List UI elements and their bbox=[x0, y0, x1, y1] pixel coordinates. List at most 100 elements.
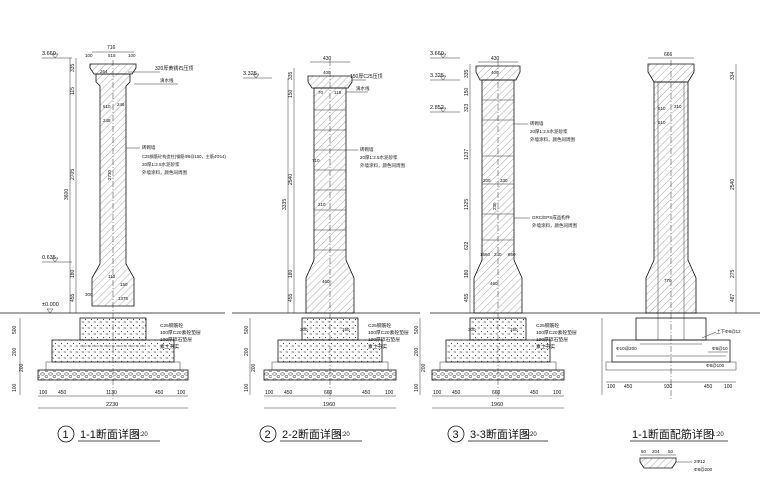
svg-text:1: 1 bbox=[63, 429, 69, 441]
svg-text:450: 450 bbox=[284, 390, 293, 396]
svg-text:20厚1:2.5水泥砂浆: 20厚1:2.5水泥砂浆 bbox=[360, 154, 398, 161]
svg-text:230: 230 bbox=[492, 202, 497, 210]
svg-text:3: 3 bbox=[453, 429, 459, 441]
svg-text:50: 50 bbox=[641, 449, 647, 454]
svg-text:200: 200 bbox=[483, 178, 491, 183]
svg-text:150: 150 bbox=[464, 87, 470, 96]
foundation-notes: C25钢筋砼 100厚C20素砼垫层 100厚碎石垫层 素土夯实 bbox=[160, 322, 201, 350]
svg-text:204: 204 bbox=[652, 449, 660, 454]
svg-text:455: 455 bbox=[70, 293, 76, 302]
svg-text:460: 460 bbox=[490, 281, 498, 286]
svg-text:20厚1:2.5水泥砂浆: 20厚1:2.5水泥砂浆 bbox=[530, 128, 568, 135]
svg-text:1:20: 1:20 bbox=[525, 432, 537, 438]
svg-text:150厚C25压顶: 150厚C25压顶 bbox=[350, 74, 383, 80]
svg-text:115: 115 bbox=[70, 87, 76, 95]
svg-text:500: 500 bbox=[12, 325, 18, 334]
svg-text:2540: 2540 bbox=[288, 174, 294, 185]
svg-text:455: 455 bbox=[288, 293, 294, 302]
svg-text:砖砌墙: 砖砌墙 bbox=[142, 144, 156, 151]
svg-text:110: 110 bbox=[108, 274, 116, 279]
section-4-title: 1-1断面配筋详图 1:20 bbox=[630, 427, 728, 442]
svg-text:240: 240 bbox=[494, 252, 502, 257]
svg-text:1325: 1325 bbox=[464, 199, 470, 210]
svg-text:2705: 2705 bbox=[70, 169, 76, 180]
svg-text:450: 450 bbox=[704, 384, 713, 390]
foundation-notes: C25钢筋砼 100厚C20素砼垫层 100厚碎石垫层 素土夯实 bbox=[536, 322, 577, 350]
svg-text:248: 248 bbox=[103, 118, 111, 123]
rebar-notes: 上下Φ8@12 Φ10@200 Φ8@10 Φ8@100 bbox=[616, 328, 741, 368]
svg-text:上下Φ8@12: 上下Φ8@12 bbox=[716, 328, 741, 335]
svg-text:100厚C20素砼垫层: 100厚C20素砼垫层 bbox=[368, 329, 409, 336]
annotation-notes: 320厚黄锈石压顶 滴水线 砖砌墙 C25钢筋砼构造柱(钢筋Φ8@150，主筋4… bbox=[126, 65, 226, 176]
svg-text:264: 264 bbox=[100, 69, 108, 74]
svg-text:450: 450 bbox=[452, 390, 461, 396]
svg-text:1130: 1130 bbox=[106, 390, 117, 396]
svg-text:100: 100 bbox=[177, 390, 186, 396]
svg-text:150: 150 bbox=[288, 89, 294, 98]
cap-rebar-detail: 50 204 50 2Φ12 Φ8@200 bbox=[639, 449, 713, 472]
svg-text:滴水线: 滴水线 bbox=[160, 77, 174, 84]
svg-text:660: 660 bbox=[324, 390, 333, 396]
svg-text:275: 275 bbox=[730, 269, 736, 278]
svg-text:930: 930 bbox=[664, 384, 673, 390]
rebar-lines bbox=[657, 82, 685, 340]
svg-text:450: 450 bbox=[58, 390, 67, 396]
svg-text:外墙涂料，颜色同周围: 外墙涂料，颜色同周围 bbox=[142, 169, 187, 176]
svg-text:460: 460 bbox=[322, 279, 330, 284]
svg-text:2730: 2730 bbox=[107, 169, 112, 180]
section-3-title: 3 3-3断面详图 1:20 bbox=[447, 425, 548, 443]
svg-text:510: 510 bbox=[103, 104, 111, 109]
svg-text:0.635: 0.635 bbox=[42, 255, 56, 261]
foundation-lower bbox=[51, 339, 175, 363]
svg-text:100: 100 bbox=[607, 384, 616, 390]
svg-text:100: 100 bbox=[244, 383, 250, 392]
annotation-notes: 砖砌墙 20厚1:2.5水泥砂浆 外墙涂料，颜色同周围 GRC/EPS成品构件 … bbox=[514, 120, 577, 229]
svg-text:430: 430 bbox=[491, 56, 500, 62]
gravel-bed bbox=[431, 369, 565, 381]
svg-text:100: 100 bbox=[128, 53, 136, 58]
foundation-upper bbox=[79, 317, 147, 341]
foundation-upper bbox=[469, 317, 527, 341]
elevation-mark-top: 3.325 bbox=[243, 71, 272, 79]
svg-text:Φ8@10: Φ8@10 bbox=[712, 346, 728, 351]
svg-text:砖砌墙: 砖砌墙 bbox=[360, 146, 374, 153]
svg-text:素土夯实: 素土夯实 bbox=[368, 343, 387, 350]
elevation-mark-top: 3.660 bbox=[430, 51, 460, 59]
svg-text:200: 200 bbox=[12, 347, 18, 356]
svg-text:20厚1:2.5水泥砂浆: 20厚1:2.5水泥砂浆 bbox=[142, 161, 180, 168]
svg-text:430: 430 bbox=[323, 56, 332, 62]
svg-text:210: 210 bbox=[674, 104, 682, 109]
svg-text:1:20: 1:20 bbox=[136, 432, 148, 438]
svg-text:100: 100 bbox=[553, 390, 562, 396]
section-2: 3.325 335 150 2540 180 455 3335 430 400 … bbox=[232, 56, 420, 443]
svg-text:1-1断面详图: 1-1断面详图 bbox=[80, 427, 140, 441]
svg-text:Φ10@200: Φ10@200 bbox=[616, 346, 637, 351]
svg-text:300: 300 bbox=[85, 292, 93, 297]
svg-text:450: 450 bbox=[624, 384, 633, 390]
elevation-mark-ground: ±0.000 bbox=[42, 302, 59, 314]
elevation-mark-mid: 0.635 bbox=[42, 255, 72, 263]
svg-text:±0.000: ±0.000 bbox=[42, 302, 59, 308]
svg-text:455: 455 bbox=[464, 293, 470, 302]
svg-text:3.325: 3.325 bbox=[430, 73, 444, 79]
elevation-mark-low: 2.852 bbox=[430, 105, 460, 113]
svg-text:3.660: 3.660 bbox=[430, 51, 444, 57]
svg-text:330: 330 bbox=[500, 178, 508, 183]
svg-text:660: 660 bbox=[492, 390, 501, 396]
svg-text:180: 180 bbox=[70, 269, 76, 278]
svg-text:100厚碎石垫层: 100厚碎石垫层 bbox=[536, 336, 568, 343]
svg-text:716: 716 bbox=[107, 45, 116, 51]
svg-text:100: 100 bbox=[385, 390, 394, 396]
svg-text:200: 200 bbox=[421, 363, 427, 372]
svg-text:516: 516 bbox=[108, 53, 116, 58]
svg-text:100: 100 bbox=[724, 384, 733, 390]
svg-text:1960: 1960 bbox=[491, 402, 503, 408]
svg-text:500: 500 bbox=[244, 325, 250, 334]
svg-text:外墙涂料，颜色同周围: 外墙涂料，颜色同周围 bbox=[532, 222, 577, 229]
section-4: 334 2540 275 487 666 510 210 510 770 上下Φ… bbox=[600, 52, 760, 472]
svg-text:1:20: 1:20 bbox=[338, 432, 350, 438]
svg-text:3600: 3600 bbox=[64, 189, 70, 200]
svg-text:150: 150 bbox=[342, 327, 350, 332]
svg-text:1375: 1375 bbox=[118, 296, 129, 301]
svg-text:450: 450 bbox=[530, 390, 539, 396]
